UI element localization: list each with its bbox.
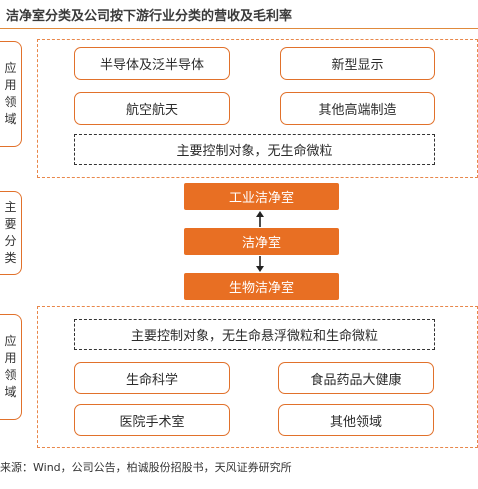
cleanroom-box: 洁净室 [184,228,339,255]
application-box-food-pharma: 食品药品大健康 [278,362,434,394]
classification-arrows [256,211,264,272]
biological-cleanroom-box: 生物洁净室 [184,273,339,300]
top-control-object-box: 主要控制对象，无生命微粒 [74,134,435,165]
up-arrow-icon [256,211,264,227]
application-box-aerospace: 航空航天 [74,92,230,125]
application-box-semiconductor: 半导体及泛半导体 [74,47,230,80]
application-box-other-manufacturing: 其他高端制造 [280,92,435,125]
application-box-hospital-or: 医院手术室 [74,404,230,436]
down-arrow-icon [256,256,264,272]
middle-side-tab-label: 主要分类 [4,200,17,265]
application-box-life-science: 生命科学 [74,362,230,394]
top-side-tab-label: 应用领域 [4,61,17,126]
industrial-cleanroom-box: 工业洁净室 [184,183,339,210]
source-note: 来源：Wind，公司公告，柏诚股份招股书，天风证券研究所 [0,461,292,474]
bottom-side-tab-label: 应用领域 [4,334,17,399]
figure-title: 洁净室分类及公司按下游行业分类的营收及毛利率 [6,9,293,24]
title-divider [0,28,478,29]
top-side-tab: 应用领域 [0,41,22,147]
middle-side-tab: 主要分类 [0,191,22,275]
application-box-display: 新型显示 [280,47,435,80]
application-box-other-fields: 其他领域 [278,404,434,436]
bottom-side-tab: 应用领域 [0,314,22,420]
bottom-control-object-box: 主要控制对象，无生命悬浮微粒和生命微粒 [74,319,435,350]
